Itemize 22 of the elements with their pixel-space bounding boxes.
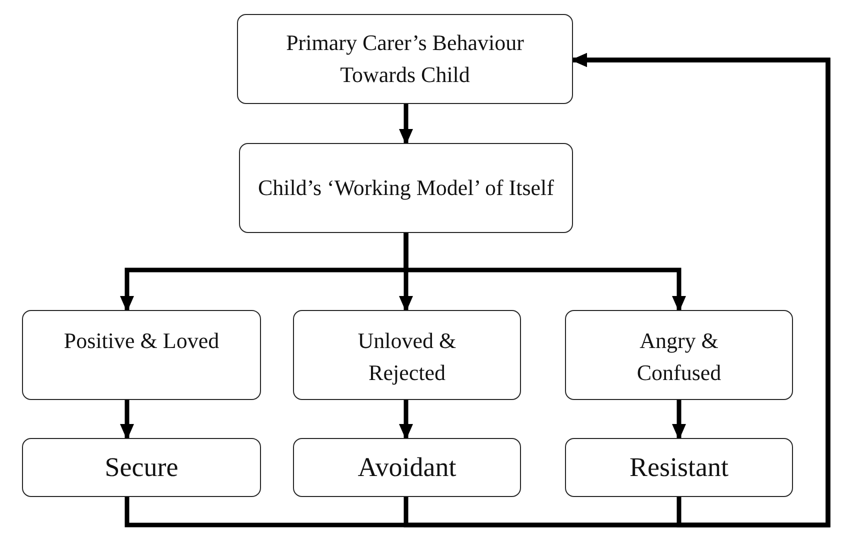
box-label: Resistant	[630, 450, 728, 484]
process-box	[565, 310, 793, 400]
box-label: Secure	[104, 450, 178, 484]
process-box	[293, 438, 521, 497]
process-box	[239, 143, 573, 233]
arrow	[672, 400, 686, 440]
arrow	[404, 233, 686, 312]
process-box	[565, 438, 793, 497]
process-box	[22, 438, 261, 497]
box-label: Avoidant	[358, 450, 456, 484]
process-box	[293, 310, 521, 400]
box-label: Positive & Loved	[64, 327, 220, 355]
arrow	[571, 53, 830, 528]
box-label: Child’s ‘Working Model’ of Itself	[258, 174, 554, 202]
process-box	[22, 310, 261, 400]
box-label: Angry & Confused	[636, 327, 722, 387]
arrow	[399, 104, 413, 145]
process-box	[237, 14, 573, 104]
box-label: Primary Carer’s Behaviour Towards Child	[285, 29, 525, 89]
arrow	[120, 400, 134, 440]
arrow	[399, 400, 413, 440]
box-label: Unloved & Rejected	[356, 327, 458, 387]
